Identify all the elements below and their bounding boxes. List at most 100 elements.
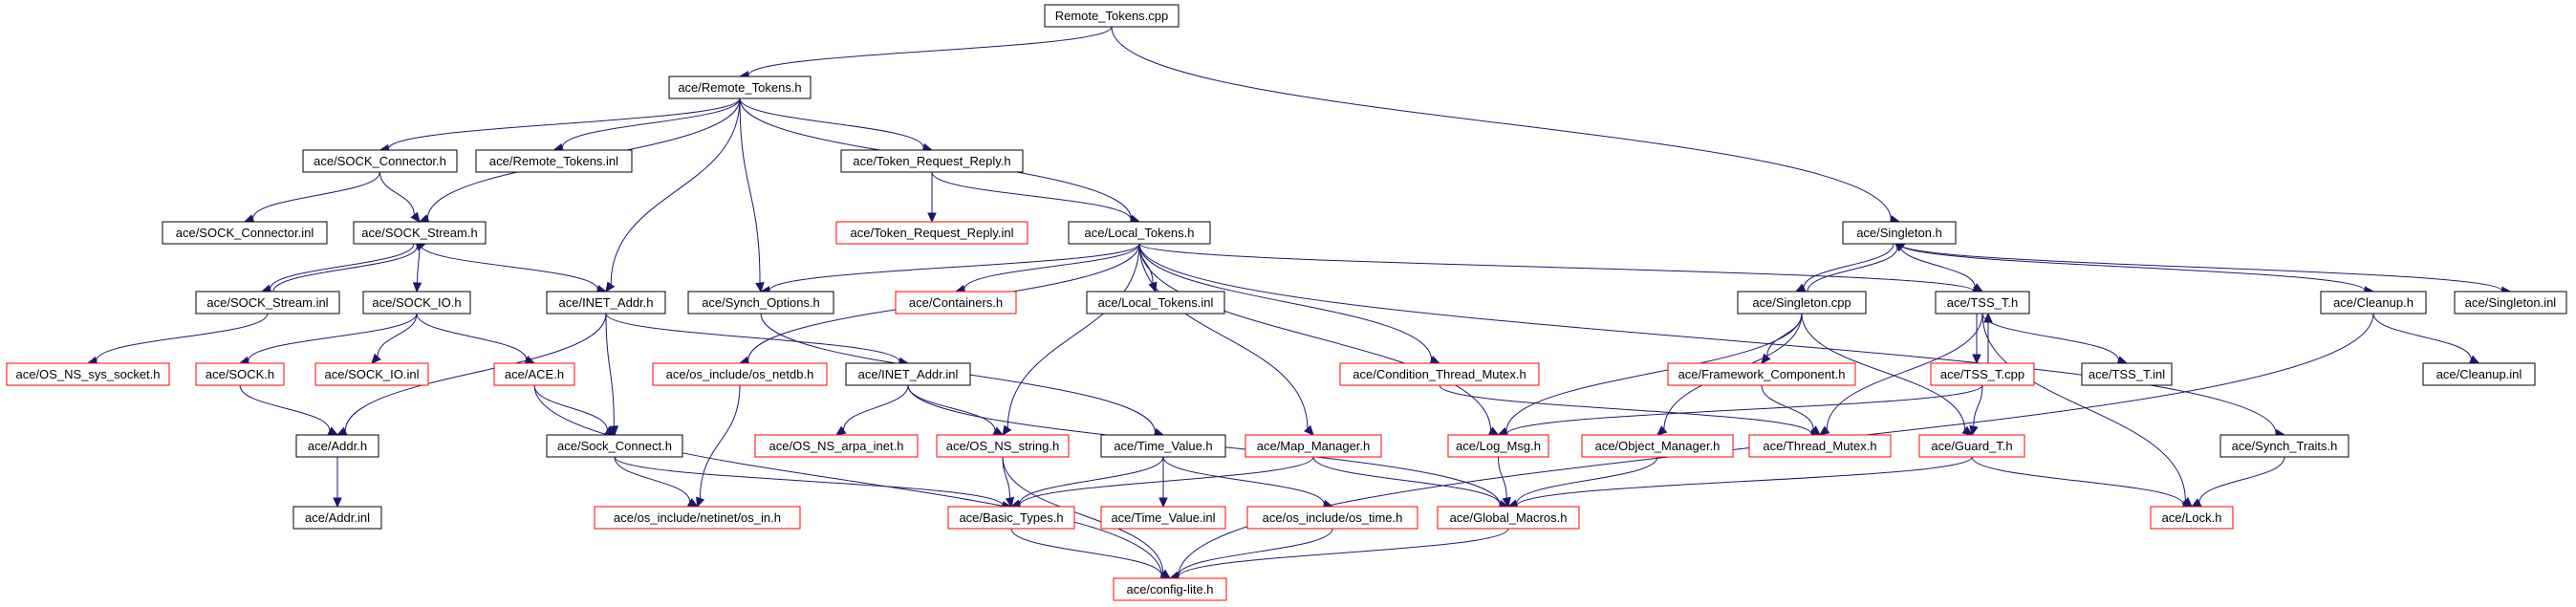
node-tss-t-inl[interactable]: ace/TSS_T.inl — [2081, 362, 2173, 386]
node-os-time-h[interactable]: ace/os_include/os_time.h — [1246, 506, 1418, 530]
node-addr-h[interactable]: ace/Addr.h — [295, 434, 379, 458]
arrowhead-os_ns_string_h-to-basic_types_h — [1005, 496, 1015, 509]
node-guard-t-h[interactable]: ace/Guard_T.h — [1918, 434, 2025, 458]
node-inet-addr-h[interactable]: ace/INET_Addr.h — [546, 291, 666, 314]
node-box — [2454, 291, 2567, 314]
node-cleanup-inl[interactable]: ace/Cleanup.inl — [2422, 362, 2536, 386]
edge-sock_io_h-to-sock_h — [248, 313, 418, 361]
node-sock-h[interactable]: ace/SOCK.h — [195, 362, 285, 386]
node-sock-connector-inl[interactable]: ace/SOCK_Connector.inl — [162, 221, 328, 245]
node-time-value-inl[interactable]: ace/Time_Value.inl — [1100, 506, 1226, 530]
node-label: ace/Framework_Component.h — [1678, 367, 1846, 381]
node-log-msg-h[interactable]: ace/Log_Msg.h — [1447, 434, 1549, 458]
edge-remote_tokens_cpp-to-singleton_h — [1111, 26, 1892, 220]
node-singleton-h[interactable]: ace/Singleton.h — [1842, 221, 1957, 245]
edge-object_manager_h-to-global_macros_h — [1516, 456, 1658, 505]
edge-local_tokens_h-to-containers_h — [963, 243, 1140, 290]
nodes-layer: Remote_Tokens.cppace/Remote_Tokens.hace/… — [6, 4, 2567, 601]
node-framework-component-h[interactable]: ace/Framework_Component.h — [1667, 362, 1856, 386]
node-sock-connector-h[interactable]: ace/SOCK_Connector.h — [302, 149, 458, 173]
node-cleanup-h[interactable]: ace/Cleanup.h — [2320, 291, 2427, 314]
node-label: ace/SOCK_Stream.inl — [206, 295, 328, 310]
node-label: ace/Containers.h — [909, 295, 1003, 310]
node-label: ace/Remote_Tokens.h — [678, 80, 801, 95]
node-box — [1113, 577, 1227, 601]
node-label: ace/Condition_Thread_Mutex.h — [1353, 367, 1526, 381]
node-sock-stream-inl[interactable]: ace/SOCK_Stream.inl — [195, 291, 340, 314]
arrowhead-local_tokens_h-to-os_ns_string_h — [1002, 424, 1012, 437]
edge-sock_io_h-to-ace_h — [416, 313, 528, 360]
node-token-request-reply-inl[interactable]: ace/Token_Request_Reply.inl — [835, 221, 1028, 245]
node-token-request-reply-h[interactable]: ace/Token_Request_Reply.h — [840, 149, 1024, 173]
node-map-manager-h[interactable]: ace/Map_Manager.h — [1245, 434, 1382, 458]
node-tss-t-cpp[interactable]: ace/TSS_T.cpp — [1930, 362, 2035, 386]
node-sock-io-h[interactable]: ace/SOCK_IO.h — [362, 291, 471, 314]
node-label: ace/Basic_Types.h — [959, 510, 1063, 525]
node-lock-h[interactable]: ace/Lock.h — [2150, 506, 2234, 530]
node-box — [594, 506, 801, 530]
edge-guard_t_h-to-global_macros_h — [1516, 456, 1973, 507]
node-box — [2422, 362, 2536, 386]
arrowhead-os_netdb_h-to-os_in_h — [696, 496, 705, 509]
node-label: ace/Addr.h — [308, 439, 367, 453]
node-singleton-cpp[interactable]: ace/Singleton.cpp — [1737, 291, 1867, 314]
arrowhead-tss_t_h-to-tss_t_cpp — [1972, 354, 1981, 365]
node-box — [314, 362, 429, 386]
node-label: ace/Thread_Mutex.h — [1763, 439, 1876, 453]
node-global-macros-h[interactable]: ace/Global_Macros.h — [1437, 506, 1580, 530]
node-os-ns-sys-socket-h[interactable]: ace/OS_NS_sys_socket.h — [6, 362, 170, 386]
node-remote-tokens-inl[interactable]: ace/Remote_Tokens.inl — [475, 149, 633, 173]
node-synch-traits-h[interactable]: ace/Synch_Traits.h — [2219, 434, 2349, 458]
node-box — [2219, 434, 2349, 458]
node-basic-types-h[interactable]: ace/Basic_Types.h — [947, 506, 1075, 530]
node-singleton-inl[interactable]: ace/Singleton.inl — [2454, 291, 2567, 314]
node-box — [1667, 362, 1856, 386]
node-remote-tokens-h[interactable]: ace/Remote_Tokens.h — [668, 76, 812, 99]
node-local-tokens-inl[interactable]: ace/Local_Tokens.inl — [1086, 291, 1225, 314]
node-box — [195, 362, 285, 386]
node-ace-h[interactable]: ace/ACE.h — [493, 362, 575, 386]
node-box — [840, 149, 1024, 173]
node-label: ace/Lock.h — [2162, 510, 2222, 525]
node-box — [1245, 434, 1382, 458]
node-box — [1100, 506, 1226, 530]
edge-map_manager_h-to-basic_types_h — [1019, 456, 1314, 506]
node-os-ns-string-h[interactable]: ace/OS_NS_string.h — [936, 434, 1070, 458]
node-box — [1842, 221, 1957, 245]
node-box — [475, 149, 633, 173]
node-object-manager-h[interactable]: ace/Object_Manager.h — [1581, 434, 1734, 458]
edge-remote_tokens_h-to-synch_options_h — [739, 98, 761, 284]
node-label: ace/INET_Addr.h — [559, 295, 654, 310]
edge-sock_stream_inl-to-os_ns_sys_socket_h — [96, 313, 269, 361]
node-synch-options-h[interactable]: ace/Synch_Options.h — [687, 291, 834, 314]
arrowhead-addr_h-to-addr_inl — [333, 497, 342, 509]
edge-sock_stream_h-to-sock_io_h — [417, 243, 421, 284]
node-tss-t-h[interactable]: ace/TSS_T.h — [1935, 291, 2030, 314]
node-local-tokens-h[interactable]: ace/Local_Tokens.h — [1068, 221, 1211, 245]
node-os-in-h[interactable]: ace/os_include/netinet/os_in.h — [594, 506, 801, 530]
edge-inet_addr_inl-to-os_ns_string_h — [907, 384, 996, 431]
edge-inet_addr_h-to-addr_h — [344, 313, 607, 432]
edge-local_tokens_h-to-condition_thread_mutex_h — [1138, 243, 1433, 360]
node-os-netdb-h[interactable]: ace/os_include/os_netdb.h — [652, 362, 828, 386]
node-box — [2150, 506, 2234, 530]
arrowhead-sock_stream_h-to-sock_io_h — [412, 282, 422, 293]
node-inet-addr-inl[interactable]: ace/INET_Addr.inl — [845, 362, 971, 386]
edge-ace_h-to-config_lite_h — [533, 384, 1162, 576]
node-box — [1100, 434, 1226, 458]
node-box — [353, 221, 487, 245]
node-box — [2320, 291, 2427, 314]
node-thread-mutex-h[interactable]: ace/Thread_Mutex.h — [1748, 434, 1892, 458]
node-sock-stream-h[interactable]: ace/SOCK_Stream.h — [353, 221, 487, 245]
node-os-ns-arpa-inet-h[interactable]: ace/OS_NS_arpa_inet.h — [754, 434, 919, 458]
node-box — [302, 149, 458, 173]
node-time-value-h[interactable]: ace/Time_Value.h — [1100, 434, 1226, 458]
node-sock-io-inl[interactable]: ace/SOCK_IO.inl — [314, 362, 429, 386]
arrowhead-sock_io_h-to-sock_io_inl — [371, 353, 381, 364]
node-condition-thread-mutex-h[interactable]: ace/Condition_Thread_Mutex.h — [1339, 362, 1540, 386]
node-containers-h[interactable]: ace/Containers.h — [895, 291, 1017, 314]
node-config-lite-h[interactable]: ace/config-lite.h — [1113, 577, 1227, 601]
node-addr-inl[interactable]: ace/Addr.inl — [292, 506, 382, 530]
arrowhead-token_request_reply_h-to-token_request_reply_inl — [927, 212, 937, 224]
node-sock-connect-h[interactable]: ace/Sock_Connect.h — [546, 434, 683, 458]
